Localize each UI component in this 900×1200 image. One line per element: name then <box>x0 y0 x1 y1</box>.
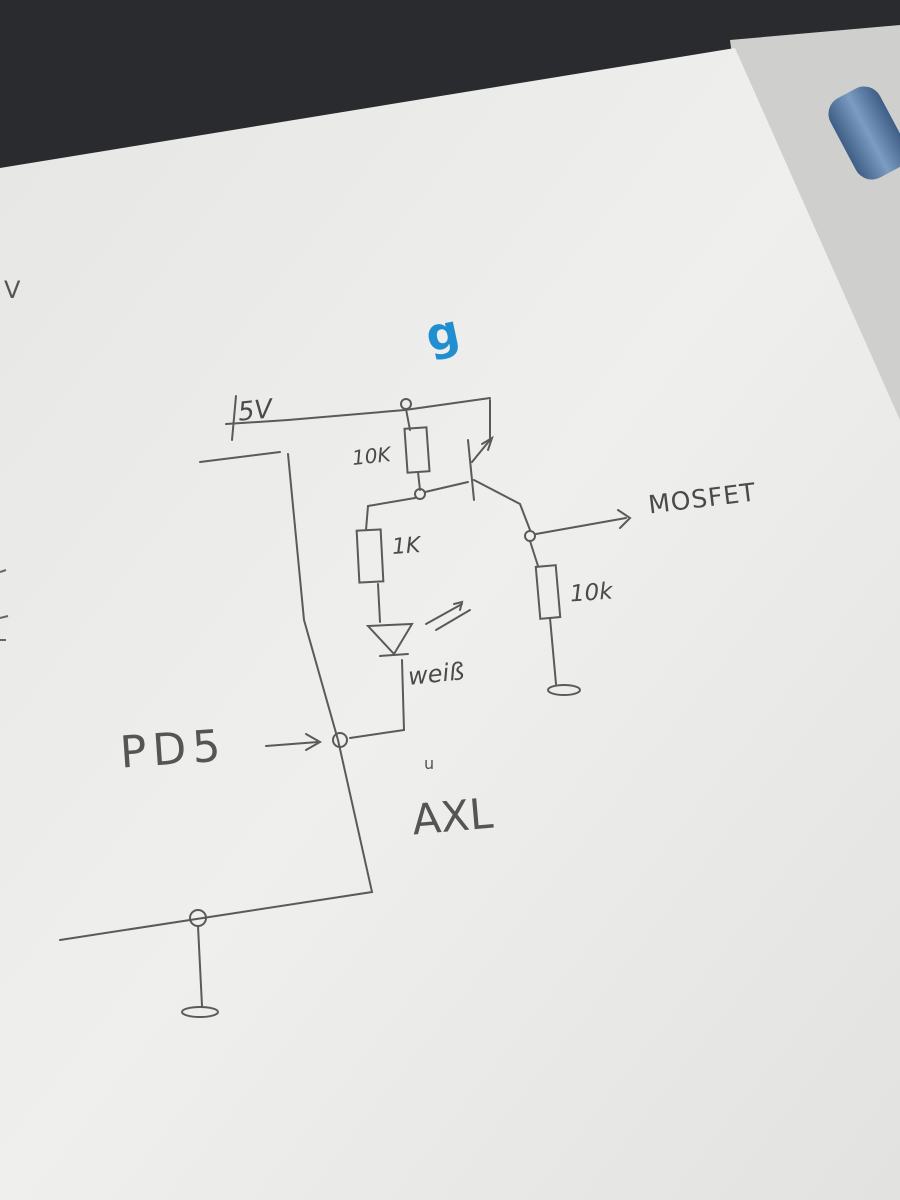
left-edge-marks <box>0 569 9 641</box>
pin-arrow <box>265 741 319 747</box>
transistor-base-bar <box>467 439 475 501</box>
led-label: weiß <box>406 657 466 691</box>
schematic <box>59 395 632 1018</box>
ground-symbol-right <box>547 684 581 696</box>
junction-base <box>414 488 426 500</box>
resistor-top-label: 10K <box>350 442 392 470</box>
edge-fragment-label: V <box>4 276 21 304</box>
pin-node <box>332 732 348 748</box>
transistor-collector <box>473 479 531 531</box>
net-mark-label: u <box>424 754 435 773</box>
supply-terminal <box>231 395 237 441</box>
paper-sheet <box>0 48 900 1200</box>
led-symbol <box>365 622 414 656</box>
input-pin-label: PD5 <box>118 720 229 779</box>
controller-outline <box>59 453 374 941</box>
output-wire <box>535 517 627 535</box>
net-label: AXL <box>409 788 495 845</box>
output-arrow <box>617 509 632 529</box>
pen <box>828 86 900 180</box>
supply-rail <box>225 397 491 425</box>
supply-label: 5V <box>236 394 274 428</box>
resistor-led-label: 1K <box>391 533 422 560</box>
led-emission-rays <box>425 603 471 631</box>
ground-symbol-left <box>181 1006 219 1018</box>
resistor-1k <box>355 528 385 584</box>
resistor-out-label: 10k <box>569 578 614 608</box>
